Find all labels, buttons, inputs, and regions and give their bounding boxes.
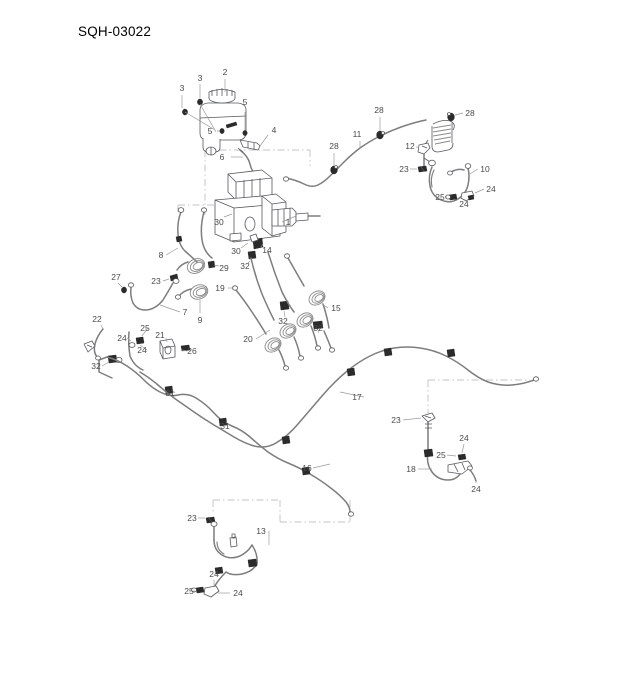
brake-line-7 <box>127 282 181 313</box>
grommet-3a <box>181 95 216 131</box>
callout-number: 20 <box>243 334 253 344</box>
fitting-25b <box>445 193 458 201</box>
line-16-stub <box>95 355 113 379</box>
brake-line-16 <box>106 356 354 517</box>
callout-number: 26 <box>187 346 197 356</box>
callout-number: 23 <box>151 276 161 286</box>
grommet-3b <box>197 84 217 133</box>
grommet-28b <box>376 117 385 140</box>
clip-23b <box>410 165 428 173</box>
callout-number: 4 <box>271 125 277 135</box>
callout-number: 7 <box>182 307 188 317</box>
callout-number: 25 <box>184 586 194 596</box>
callout-number: 16 <box>302 463 312 473</box>
brake-line-17 <box>139 346 540 448</box>
callout-number: 5 <box>242 97 248 107</box>
callout-number: 29 <box>219 263 229 273</box>
callout-number: 25 <box>436 450 446 460</box>
hose-18-assembly <box>402 412 477 483</box>
callout-number: 25 <box>435 192 445 202</box>
grommet-28a <box>330 153 338 175</box>
callout-number: 30 <box>231 246 241 256</box>
grommet-28c <box>446 112 464 122</box>
hose-bundle <box>228 251 335 371</box>
callout-number: 31 <box>165 388 175 398</box>
callout-number: 25 <box>140 323 150 333</box>
callout-number: 28 <box>465 108 475 118</box>
callout-number: 32 <box>313 323 323 333</box>
callout-number: 1 <box>285 217 291 227</box>
callout-number: 24 <box>209 569 219 579</box>
callout-number: 32 <box>91 361 101 371</box>
coil-hose-29 <box>176 258 220 274</box>
callout-number: 6 <box>219 152 225 162</box>
pin-5b <box>217 128 225 134</box>
bracket-4 <box>239 134 269 151</box>
callout-number: 28 <box>374 105 384 115</box>
abs-master-cylinder-unit <box>214 169 321 243</box>
fitting-24c <box>460 188 485 202</box>
callout-number: 24 <box>459 433 469 443</box>
callout-number: 28 <box>329 141 339 151</box>
callout-number: 24 <box>233 588 243 598</box>
callout-number: 9 <box>197 315 203 325</box>
block-14 <box>249 233 264 250</box>
callout-number: 31 <box>220 421 230 431</box>
callout-number: 23 <box>187 513 197 523</box>
callout-number: 14 <box>262 245 272 255</box>
callout-number: 22 <box>92 314 102 324</box>
brake-line-8 <box>165 207 198 263</box>
callout-number: 3 <box>197 73 203 83</box>
callout-number: 30 <box>214 217 224 227</box>
callout-number: 24 <box>486 184 496 194</box>
callout-number: 21 <box>155 330 165 340</box>
callout-number: 18 <box>406 464 416 474</box>
callout-number: 32 <box>240 261 250 271</box>
callout-number: 11 <box>352 129 362 139</box>
callout-number: 3 <box>179 83 185 93</box>
hose-10 <box>428 163 479 203</box>
callout-number: 8 <box>158 250 164 260</box>
callout-number: 23 <box>391 415 401 425</box>
callout-number: 23 <box>399 164 409 174</box>
page-title: SQH-03022 <box>78 24 152 39</box>
port-30b <box>240 242 249 249</box>
fitting-32a <box>247 250 257 264</box>
reservoir-assembly <box>199 88 247 156</box>
callout-number: 27 <box>111 272 121 282</box>
bracket-12 <box>416 142 431 167</box>
bracket-group-left <box>83 324 191 371</box>
coil-spring-assembly <box>423 120 455 167</box>
callout-number: 2 <box>222 67 228 77</box>
callout-number: 13 <box>256 526 266 536</box>
callout-number: 15 <box>331 303 341 313</box>
brake-line-11 <box>282 119 427 188</box>
callout-number: 17 <box>352 392 362 402</box>
dashdot-frame-lower-right <box>427 379 530 418</box>
callout-number: 5 <box>207 126 213 136</box>
fitting-23a <box>162 273 180 284</box>
brake-line-8b <box>200 207 213 259</box>
callout-number: 32 <box>278 316 288 326</box>
dashdot-frame-bottom <box>212 499 351 523</box>
callout-number: 24 <box>117 333 127 343</box>
callout-number: 19 <box>215 283 225 293</box>
pin-27 <box>117 282 127 294</box>
coil-hose-9 <box>174 284 209 313</box>
hose-13-assembly <box>191 516 270 598</box>
callout-number: 10 <box>480 164 490 174</box>
callout-number: 24 <box>471 484 481 494</box>
callout-number: 12 <box>405 141 415 151</box>
pin-5a <box>242 112 248 136</box>
callout-number: 24 <box>137 345 147 355</box>
callout-number: 24 <box>459 199 469 209</box>
port-30a <box>223 213 233 218</box>
